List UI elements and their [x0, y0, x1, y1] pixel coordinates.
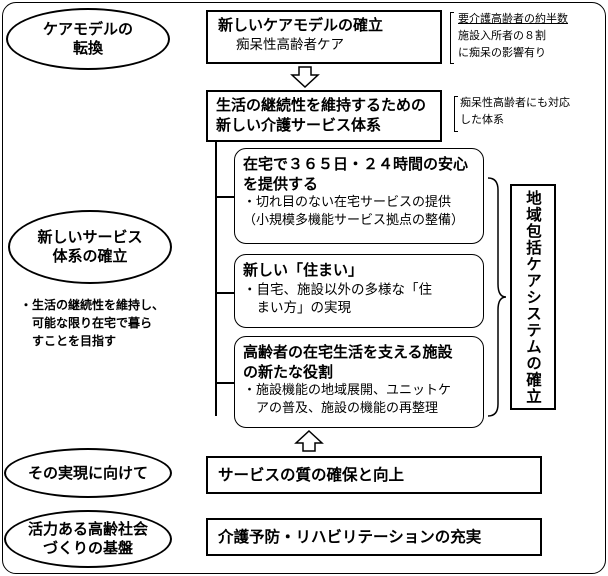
service-system-note: 痴呆性高齢者にも対応 した体系	[460, 94, 600, 128]
sub-box-body: ・施設機能の地域展開、ユニットケ	[243, 383, 452, 398]
service-system-line: 新しい介護サービス体系	[216, 115, 382, 134]
note-bracket	[454, 96, 458, 132]
service-system-box: 生活の継続性を維持するための 新しい介護サービス体系	[206, 90, 442, 142]
label-line: 新しいサービス	[37, 228, 143, 247]
note-line: 施設入所者の８割	[458, 29, 546, 43]
label-line: 体系の確立	[52, 247, 128, 265]
brace-icon	[487, 177, 507, 417]
integrated-care-box: 地域包括ケアシステムの確立	[510, 184, 556, 410]
note-line: に痴呆の影響有り	[458, 46, 546, 60]
care-model-subtitle: 痴呆性高齢者ケア	[236, 36, 344, 53]
prevention-box: 介護予防・リハビリテーションの充実	[206, 518, 542, 556]
connector-line	[215, 142, 217, 416]
connector-line	[215, 382, 234, 384]
sub-box-facility-role: 高齢者の在宅生活を支える施設 の新たな役割 ・施設機能の地域展開、ユニットケ ア…	[234, 336, 484, 428]
connector-line	[215, 196, 234, 198]
note-line: 要介護高齢者の約半数	[458, 12, 568, 25]
note-line: 可能な限り在宅で暮ら	[20, 316, 153, 330]
note-bracket	[450, 12, 454, 64]
quality-box: サービスの質の確保と向上	[206, 456, 542, 494]
sub-box-new-housing: 新しい「住まい」 ・自宅、施設以外の多様な「住 まい方」の実現	[234, 254, 484, 328]
label-care-model-shift: ケアモデルの 転換	[6, 8, 170, 70]
sub-box-home-care: 在宅で３６５日・２４時間の安心 を提供する ・切れ目のない在宅サービスの提供 （…	[234, 148, 484, 244]
sub-box-body: （小規模多機能サービス拠点の整備）	[243, 212, 465, 228]
left-note: ・生活の継続性を維持し、 可能な限り在宅で暮ら すことを目指す	[20, 296, 190, 350]
sub-box-title: 新しい「住まい」	[243, 261, 364, 279]
sub-box-body: ・自宅、施設以外の多様な「住	[243, 281, 432, 298]
label-line: 活力ある高齢社会	[27, 520, 148, 539]
note-line: した体系	[460, 113, 504, 127]
care-model-title: 新しいケアモデルの確立	[218, 16, 384, 34]
label-line: ケアモデルの	[42, 20, 133, 39]
note-line: 痴呆性高齢者にも対応	[460, 96, 570, 109]
integrated-care-text: 地域包括ケアシステムの確立	[524, 189, 542, 405]
label-active-aging-foundation: 活力ある高齢社会 づくりの基盤	[4, 510, 172, 568]
note-line: すことを目指す	[20, 334, 117, 348]
sub-box-title: 高齢者の在宅生活を支える施設	[243, 343, 453, 361]
service-system-line: 生活の継続性を維持するための	[216, 96, 427, 114]
sub-box-body: アの普及、施設の機能の再整理	[243, 400, 439, 416]
sub-box-title: 在宅で３６５日・２４時間の安心	[243, 155, 469, 173]
arrow-down-icon	[290, 66, 320, 88]
sub-box-title: の新たな役割	[243, 362, 334, 381]
label-line: 転換	[72, 39, 103, 57]
label-line: その実現に向けて	[27, 463, 148, 482]
prevention-text: 介護予防・リハビリテーションの充実	[218, 527, 482, 546]
arrow-up-icon	[294, 430, 324, 452]
label-new-service-system: 新しいサービス 体系の確立	[8, 210, 172, 284]
sub-box-title: を提供する	[243, 174, 319, 193]
connector-line	[215, 292, 234, 294]
care-model-note: 要介護高齢者の約半数 施設入所者の８割 に痴呆の影響有り	[458, 10, 598, 61]
label-toward-realization: その実現に向けて	[4, 448, 172, 498]
label-line: づくりの基盤	[42, 539, 133, 557]
sub-box-body: まい方」の実現	[243, 299, 351, 316]
quality-text: サービスの質の確保と向上	[218, 465, 405, 484]
sub-box-body: ・切れ目のない在宅サービスの提供	[243, 195, 452, 210]
note-line: ・生活の継続性を維持し、	[20, 298, 165, 312]
care-model-box: 新しいケアモデルの確立 痴呆性高齢者ケア	[206, 10, 442, 64]
